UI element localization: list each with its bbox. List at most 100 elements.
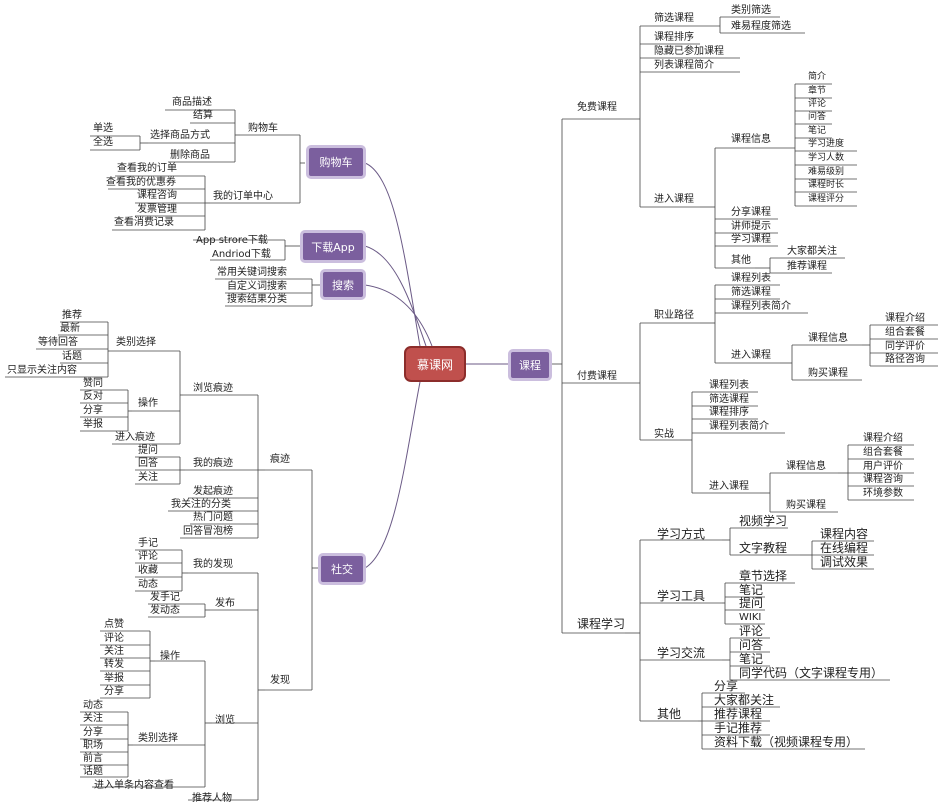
browse-operate-item: 评论 bbox=[104, 633, 124, 644]
browse-category-item: 动态 bbox=[83, 700, 103, 711]
my-discover-item: 手记 bbox=[138, 538, 158, 549]
free-filter: 筛选课程 bbox=[654, 13, 694, 24]
paid-course: 付费课程 bbox=[577, 371, 617, 382]
browse-category-item: 前言 bbox=[83, 753, 103, 764]
cart-label: 购物车 bbox=[248, 123, 278, 134]
info-item: 评论 bbox=[808, 99, 827, 109]
misc-item: 资料下载（视频课程专用） bbox=[714, 735, 859, 749]
practice-item: 课程列表简介 bbox=[709, 421, 769, 432]
publish-item: 发手记 bbox=[150, 592, 180, 603]
cart-checkout: 结算 bbox=[193, 110, 213, 121]
my-discover-item: 动态 bbox=[138, 579, 158, 590]
trace-category-item: 话题 bbox=[62, 351, 82, 362]
browse-operate-item: 关注 bbox=[104, 646, 124, 657]
learn-tools: 学习工具 bbox=[657, 589, 706, 603]
download-android: Andriod下载 bbox=[212, 249, 271, 260]
video-learning: 视频学习 bbox=[739, 514, 788, 528]
single-content-view: 进入单条内容查看 bbox=[94, 780, 174, 791]
info-item: 学习人数 bbox=[808, 153, 845, 163]
order-item: 查看我的订单 bbox=[117, 163, 177, 174]
search-item: 常用关键词搜索 bbox=[217, 267, 287, 278]
text-item: 在线编程 bbox=[820, 541, 869, 555]
info-item: 问答 bbox=[808, 112, 827, 122]
free-list: 列表课程简介 bbox=[654, 60, 714, 71]
learn-misc: 其他 bbox=[657, 707, 682, 721]
career-item: 筛选课程 bbox=[731, 287, 771, 298]
my-trace-item: 提问 bbox=[138, 445, 158, 456]
career-item: 课程列表 bbox=[731, 273, 771, 284]
recommend-person: 推荐人物 bbox=[192, 793, 232, 804]
browse-trace: 浏览痕迹 bbox=[193, 383, 233, 394]
misc-item: 手记推荐 bbox=[714, 721, 763, 735]
other-recommend: 推荐课程 bbox=[787, 261, 827, 272]
info-item: 难易级别 bbox=[808, 167, 845, 177]
cart-single: 单选 bbox=[93, 123, 113, 134]
cart-delete: 删除商品 bbox=[170, 150, 210, 161]
order-item: 查看我的优惠券 bbox=[106, 177, 176, 188]
trace-operate-item: 举报 bbox=[83, 419, 103, 430]
order-item: 查看消费记录 bbox=[114, 217, 174, 228]
trace-operate-item: 反对 bbox=[83, 391, 103, 402]
info-item: 课程时长 bbox=[808, 180, 845, 190]
trace-operate-item: 赞同 bbox=[83, 378, 103, 389]
browse-category-item: 话题 bbox=[83, 766, 103, 777]
exchange-item: 问答 bbox=[739, 638, 764, 652]
browse-operate-item: 分享 bbox=[104, 686, 124, 697]
practice-info-item: 课程介绍 bbox=[863, 433, 903, 444]
root-node[interactable]: 慕课网 bbox=[404, 346, 466, 382]
branch-search[interactable]: 搜索 bbox=[320, 269, 366, 300]
career-info-item: 路径咨询 bbox=[885, 354, 925, 365]
hot-questions: 热门问题 bbox=[193, 512, 233, 523]
free-hide: 隐藏已参加课程 bbox=[654, 46, 724, 57]
browse-category-item: 关注 bbox=[83, 713, 103, 724]
order-item: 发票管理 bbox=[137, 204, 177, 215]
free-sort: 课程排序 bbox=[654, 32, 694, 43]
branch-course[interactable]: 课程 bbox=[508, 349, 552, 381]
branch-cart[interactable]: 购物车 bbox=[306, 145, 366, 179]
order-center: 我的订单中心 bbox=[213, 191, 273, 202]
browse-category: 类别选择 bbox=[138, 733, 178, 744]
branch-download[interactable]: 下载App bbox=[300, 230, 366, 263]
career-info-item: 课程介绍 bbox=[885, 313, 925, 324]
discover-browse: 浏览 bbox=[215, 715, 235, 726]
career-item: 课程列表简介 bbox=[731, 301, 791, 312]
practice-info: 课程信息 bbox=[786, 461, 826, 472]
practice-buy: 购买课程 bbox=[786, 500, 826, 511]
cart-desc: 商品描述 bbox=[172, 97, 212, 108]
social-trace: 痕迹 bbox=[270, 454, 290, 465]
course-other: 其他 bbox=[731, 255, 751, 266]
info-item: 学习进度 bbox=[808, 139, 845, 149]
career-info-item: 同学评价 bbox=[885, 341, 925, 352]
career-path: 职业路径 bbox=[654, 310, 694, 321]
trace-category-item: 推荐 bbox=[62, 310, 82, 321]
download-app-store: App strore下载 bbox=[196, 235, 268, 246]
exchange-item: 同学代码（文字课程专用） bbox=[739, 666, 884, 680]
cart-all: 全选 bbox=[93, 137, 113, 148]
info-item: 章节 bbox=[808, 86, 827, 96]
free-filter-difficulty: 难易程度筛选 bbox=[731, 21, 791, 32]
search-item: 搜索结果分类 bbox=[227, 294, 287, 305]
text-tutorial: 文字教程 bbox=[739, 541, 788, 555]
misc-item: 大家都关注 bbox=[714, 693, 775, 707]
practice: 实战 bbox=[654, 429, 674, 440]
misc-item: 分享 bbox=[714, 679, 739, 693]
enter-trace: 进入痕迹 bbox=[115, 432, 155, 443]
free-filter-type: 类别筛选 bbox=[731, 5, 771, 16]
browse-category-item: 职场 bbox=[83, 740, 103, 751]
my-discover-item: 收藏 bbox=[138, 565, 158, 576]
learn-mode: 学习方式 bbox=[657, 527, 706, 541]
my-discover-item: 评论 bbox=[138, 551, 158, 562]
info-item: 笔记 bbox=[808, 126, 827, 136]
share-course: 分享课程 bbox=[731, 207, 771, 218]
practice-info-item: 组合套餐 bbox=[863, 447, 903, 458]
answer-ranking: 回答冒泡榜 bbox=[183, 526, 233, 537]
tools-item: WIKI bbox=[739, 612, 762, 623]
branch-social[interactable]: 社交 bbox=[318, 553, 366, 585]
browse-operate: 操作 bbox=[160, 651, 180, 662]
practice-enter: 进入课程 bbox=[709, 481, 749, 492]
career-info: 课程信息 bbox=[808, 333, 848, 344]
practice-item: 筛选课程 bbox=[709, 394, 749, 405]
practice-item: 课程列表 bbox=[709, 380, 749, 391]
